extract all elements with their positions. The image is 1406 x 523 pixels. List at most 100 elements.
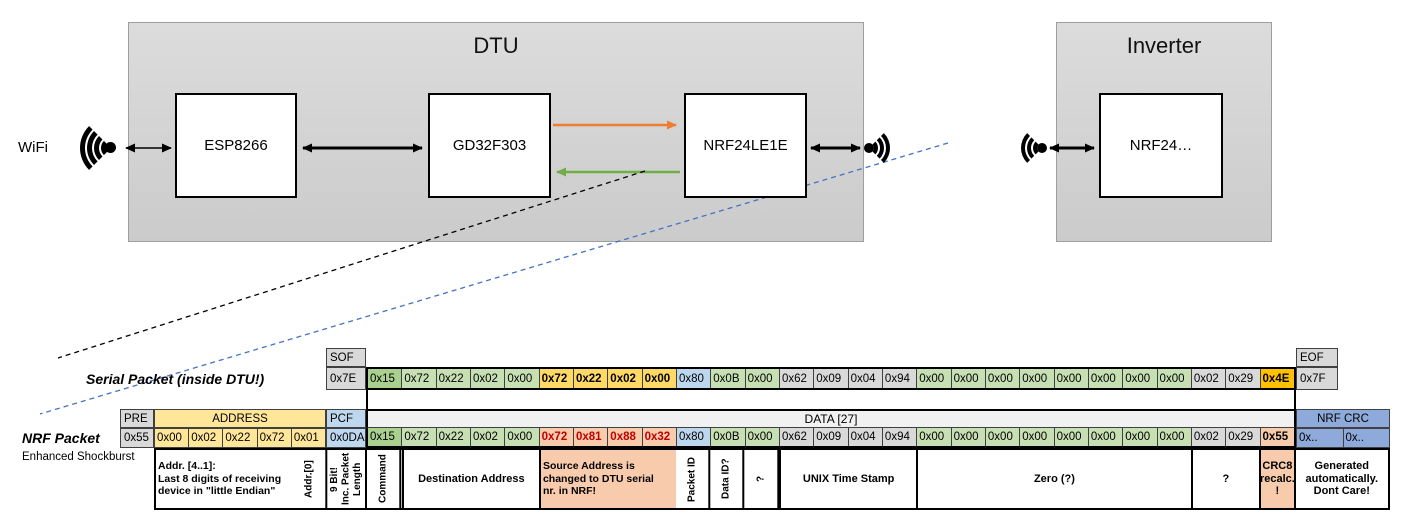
inverter-title: Inverter [1126,33,1202,58]
byte-cell: 0x00 [1156,369,1191,388]
byte-cell: 0x88 [607,428,642,446]
byte-cell: 0x09 [813,369,848,388]
dtu-title: DTU [473,33,519,58]
data-end-connector [1294,389,1296,409]
radio-arc [848,127,890,169]
byte-cell: 0x04 [847,428,882,446]
byte-cell: 0x94 [881,428,917,446]
data-start-connector [366,389,368,409]
radio-arc [1021,127,1063,169]
byte-cell: 0x02 [469,369,505,388]
byte-cell: 0x72 [401,428,436,446]
addr-0-note: Addr.[0] [293,450,328,508]
byte-cell: 0x00 [641,369,676,388]
address-header: ADDRESS [154,409,326,428]
eof-header: EOF [1296,348,1338,367]
byte-cell: 0x0B [710,428,745,446]
pre-header: PRE [120,409,154,428]
inverter-nrf24-box: NRF24… [1099,93,1223,198]
esp8266-label: ESP8266 [204,137,268,154]
nrf-packet-label: NRF Packet [22,430,100,446]
nrf-crc-header: NRF CRC [1296,409,1390,428]
byte-cell: 0x00 [1019,428,1054,446]
pre-value: 0x55 [120,428,154,448]
byte-cell: 0x00 [1053,369,1088,388]
byte-cell: 0x22 [435,428,470,446]
byte-cell: 0x32 [641,428,676,446]
byte-cell: 0x29 [1225,369,1260,388]
byte-cell: 0x00 [744,369,779,388]
byte-cell: 0x09 [813,428,848,446]
eof-value: 0x7F [1296,367,1338,390]
byte-cell: 0x02 [1190,369,1226,388]
gd32f303-box: GD32F303 [428,93,551,198]
pcf-value: 0x0DA [326,428,366,448]
byte-cell: 0x00 [1156,428,1191,446]
sof-header: SOF [326,348,366,367]
byte-cell: 0x02 [607,369,642,388]
crc8-note: CRC8 recalc. ! [1259,450,1294,508]
gd32f303-label: GD32F303 [452,137,527,154]
byte-cell: 0x81 [572,428,608,446]
enhanced-shockburst-label: Enhanced Shockburst [22,451,135,463]
byte-cell: 0x00 [916,369,951,388]
source-address-note: Source Address is changed to DTU serial … [538,450,677,508]
pcf-length-note: 9 Bit! Inc. Packet Length [327,450,368,508]
byte-cell: 0x22 [222,429,257,447]
pcf-header: PCF [326,409,366,428]
byte-cell: 0x62 [778,369,814,388]
byte-cell: 0x55 [1259,428,1294,446]
byte-cell: 0x00 [984,369,1020,388]
byte-cell: 0x00 [1122,428,1157,446]
wifi-label: WiFi [18,139,48,156]
byte-cell: 0x00 [1122,369,1157,388]
byte-cell: 0x02 [188,429,223,447]
nrf24le1e-label: NRF24LE1E [703,137,788,154]
inverter-nrf24-label: NRF24… [1129,137,1193,154]
byte-cell: 0x00 [950,369,985,388]
byte-cell: 0x00 [504,369,539,388]
byte-cell: 0x00 [1087,428,1123,446]
byte-cell: 0x15 [368,428,402,446]
byte-cell: 0x00 [504,428,539,446]
byte-cell: 0x00 [744,428,779,446]
nrf-crc-note: Generated automatically. Dont Care! [1293,450,1388,508]
byte-cell: 0x00 [984,428,1020,446]
wifi-arc [80,117,142,179]
unix-timestamp-note: UNIX Time Stamp [779,450,916,508]
unknown-bytes-note: ? [1190,450,1260,508]
addr-4-1-note: Addr. [4..1]: Last 8 digits of receiving… [158,460,282,498]
byte-cell: 0x00 [1087,369,1123,388]
byte-cell: 0x01 [290,429,326,447]
byte-cell: 0x0B [710,369,745,388]
field-annotations-row: Addr. [4..1]: Last 8 digits of receiving… [154,448,1390,510]
byte-cell: 0x00 [155,429,189,447]
byte-cell: 0x29 [1225,428,1260,446]
zero-note: Zero (?) [916,450,1190,508]
data-id-note: Data ID? [710,450,745,508]
serial-packet-label: Serial Packet (inside DTU!) [86,371,265,387]
unknown-byte-note: ? [744,450,780,508]
byte-cell: 0x80 [675,428,711,446]
byte-cell: 0x94 [881,369,917,388]
byte-cell: 0x00 [950,428,985,446]
byte-cell: 0x72 [401,369,436,388]
byte-cell: 0x15 [368,369,402,388]
byte-cell: 0x72 [256,429,291,447]
byte-cell: 0x72 [538,369,573,388]
data-header: DATA [27] [366,409,1296,428]
destination-address-note: Destination Address [401,450,539,508]
byte-cell: 0x22 [435,369,470,388]
byte-cell: 0x.. [1297,429,1343,447]
serial-callout-dashed-line [57,170,646,359]
byte-cell: 0x4E [1259,369,1294,388]
byte-cell: 0x04 [847,369,882,388]
byte-cell: 0x22 [572,369,608,388]
byte-cell: 0x80 [675,369,711,388]
byte-cell: 0x00 [1053,428,1088,446]
command-note: Command [367,450,402,508]
byte-cell: 0x72 [538,428,573,446]
nrf24le1e-box: NRF24LE1E [684,93,807,198]
